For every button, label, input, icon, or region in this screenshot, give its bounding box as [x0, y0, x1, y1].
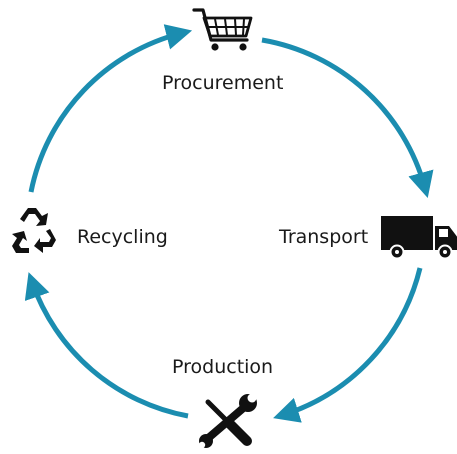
arrow-procurement-to-transport: [261, 37, 434, 199]
shopping-cart-icon: [192, 8, 253, 51]
arrow-transport-to-production: [273, 267, 423, 423]
tools-icon: [198, 393, 257, 449]
arrow-recycling-to-procurement: [28, 24, 193, 193]
step-label-recycling: Recycling: [77, 226, 168, 248]
arrow-production-to-recycling: [24, 272, 189, 419]
truck-icon: [381, 216, 457, 260]
step-label-transport: Transport: [279, 226, 369, 248]
recycle-icon: [12, 208, 56, 253]
step-label-production: Production: [172, 356, 274, 378]
step-label-procurement: Procurement: [162, 72, 284, 94]
